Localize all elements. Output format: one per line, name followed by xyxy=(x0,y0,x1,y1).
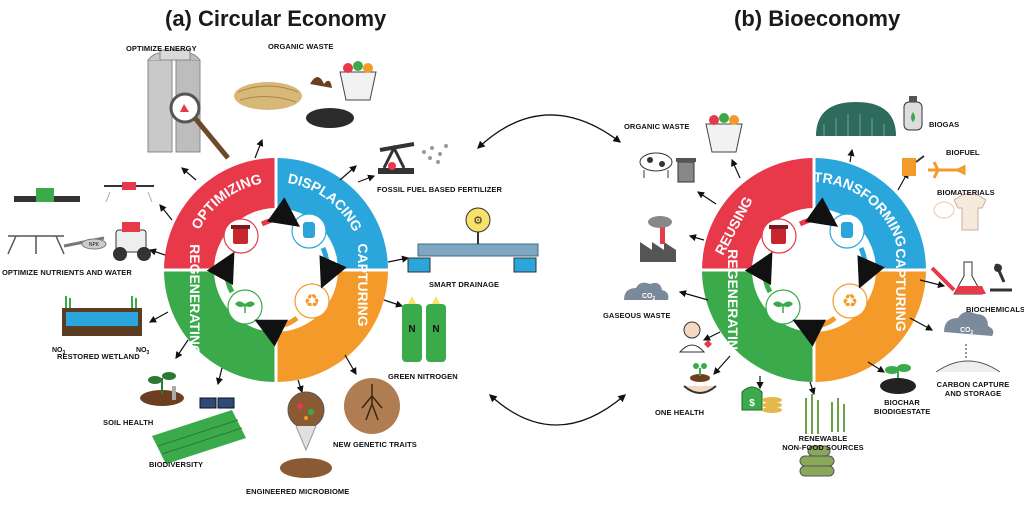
ring-segment-capturing xyxy=(276,270,388,382)
label-renewable-sources: RENEWABLE NON-FOOD SOURCES xyxy=(782,434,864,452)
ring-segment-displacing xyxy=(276,158,388,270)
svg-text:⚙: ⚙ xyxy=(473,215,483,227)
ring-segment-regenerating xyxy=(164,270,276,382)
svg-text:N: N xyxy=(432,324,439,335)
oil-pump-icon xyxy=(378,142,448,174)
ring-segment-regenerating-bio xyxy=(702,270,814,382)
nitrogen-tanks-icon: N N xyxy=(402,296,446,362)
root-soil-icon xyxy=(344,378,400,434)
svg-text:♻: ♻ xyxy=(304,291,320,311)
fuel-nozzle-icon xyxy=(902,155,925,176)
label-restored-wetland: RESTORED WETLAND xyxy=(57,352,140,361)
biogas-dome-icon xyxy=(816,102,896,136)
label-biochar: BIOCHAR BIODIGESTATE xyxy=(874,398,931,416)
label-one-health: ONE HEALTH xyxy=(655,408,705,417)
label-optimize-energy: OPTIMIZE ENERGY xyxy=(126,44,197,53)
solar-panel-icon xyxy=(199,397,235,409)
label-smart-drainage: SMART DRAINAGE xyxy=(429,280,500,289)
label-biogas: BIOGAS xyxy=(929,120,960,129)
label-biofuel: BIOFUEL xyxy=(946,148,980,157)
hands-plant-icon xyxy=(683,363,717,394)
reeds-icon xyxy=(805,394,845,434)
field-icon xyxy=(152,410,246,464)
organic-waste-icon xyxy=(234,77,354,128)
circular-economy-ring: OPTIMIZING DISPLACING CAPTURING REGENERA… xyxy=(162,156,390,384)
segment-label-regenerating-bio: REGENERATING xyxy=(725,249,741,361)
label-organic-waste-bio: ORGANIC WASTE xyxy=(624,122,690,131)
ring-segment-optimizing xyxy=(164,158,276,270)
recycle-icon xyxy=(294,283,330,319)
sprinkler-icon: NPK xyxy=(7,235,107,255)
label-soil-health: SOIL HEALTH xyxy=(103,418,154,427)
wetland-icon: NO3 NO3 xyxy=(52,296,150,356)
svg-text:$: $ xyxy=(749,398,755,409)
basket-icon xyxy=(339,61,377,101)
label-new-genetic-traits: NEW GENETIC TRAITS xyxy=(333,440,417,449)
title-bioeconomy: (b) Bioeconomy xyxy=(734,6,901,31)
label-gaseous-waste: GASEOUS WASTE xyxy=(603,311,671,320)
syringe-icon xyxy=(930,266,956,292)
label-biomaterials: BIOMATERIALS xyxy=(937,188,995,197)
label-green-nitrogen: GREEN NITROGEN xyxy=(388,372,458,381)
plane-icon xyxy=(928,161,966,179)
segment-label-capturing: CAPTURING xyxy=(355,243,371,326)
label-engineered-microbiome: ENGINEERED MICROBIOME xyxy=(246,487,350,496)
person-icon xyxy=(678,321,712,353)
label-optimize-nutrients: OPTIMIZE NUTRIENTS AND WATER xyxy=(2,268,132,277)
logs-icon xyxy=(799,445,835,477)
carbon-capture-icon: CO2 xyxy=(935,311,1001,373)
segment-label-regenerating: REGENERATING xyxy=(187,244,203,356)
segment-label-capturing-bio: CAPTURING xyxy=(893,248,909,331)
money-icon: $ xyxy=(741,386,782,413)
double-arrow-icon-bottom xyxy=(489,394,626,426)
label-biochemicals: BIOCHEMICALS xyxy=(966,305,1024,314)
svg-text:N: N xyxy=(408,324,415,335)
label-carbon-capture: CARBON CAPTURE AND STORAGE xyxy=(936,380,1010,398)
tractor-icon xyxy=(14,188,151,261)
svg-text:CO2: CO2 xyxy=(642,293,656,302)
microbiome-soil-icon xyxy=(280,391,332,478)
basket-icon-bio xyxy=(705,113,743,153)
svg-text:CO2: CO2 xyxy=(960,327,974,336)
plant-soil-icon xyxy=(140,372,184,406)
trash-bin-icon xyxy=(676,158,696,183)
lightbulb-icon: ⚙ xyxy=(465,207,491,233)
title-circular-economy: (a) Circular Economy xyxy=(165,6,387,31)
ring-segment-transforming xyxy=(814,158,926,270)
label-fossil-fertilizer: FOSSIL FUEL BASED FERTILIZER xyxy=(377,185,503,194)
microscope-icon xyxy=(990,263,1012,292)
double-arrow-icon xyxy=(477,114,622,149)
magnifier-icon xyxy=(169,92,230,160)
ring-segment-reusing xyxy=(702,158,814,270)
ring-segment-capturing-bio xyxy=(814,270,926,382)
drone-icon xyxy=(104,182,154,203)
co2-cloud-icon: CO2 xyxy=(624,282,669,302)
drainage-pipe-icon xyxy=(407,232,539,273)
bioeconomy-ring: REUSING TRANSFORMING CAPTURING REGENERAT… xyxy=(700,156,928,384)
label-biodiversity: BIODIVERSITY xyxy=(149,460,204,469)
cow-icon xyxy=(639,152,673,178)
svg-text:NO3: NO3 xyxy=(52,347,66,356)
gas-bottle-icon xyxy=(903,96,923,131)
svg-text:♻: ♻ xyxy=(842,291,858,311)
flask-icon xyxy=(953,261,986,295)
svg-text:NO3: NO3 xyxy=(136,347,150,356)
factory-icon xyxy=(640,216,676,262)
biochar-icon xyxy=(880,364,916,394)
svg-text:NPK: NPK xyxy=(89,242,100,248)
recycle-icon-bio xyxy=(832,283,868,319)
label-organic-waste: ORGANIC WASTE xyxy=(268,42,334,51)
tshirt-icon xyxy=(933,193,987,231)
